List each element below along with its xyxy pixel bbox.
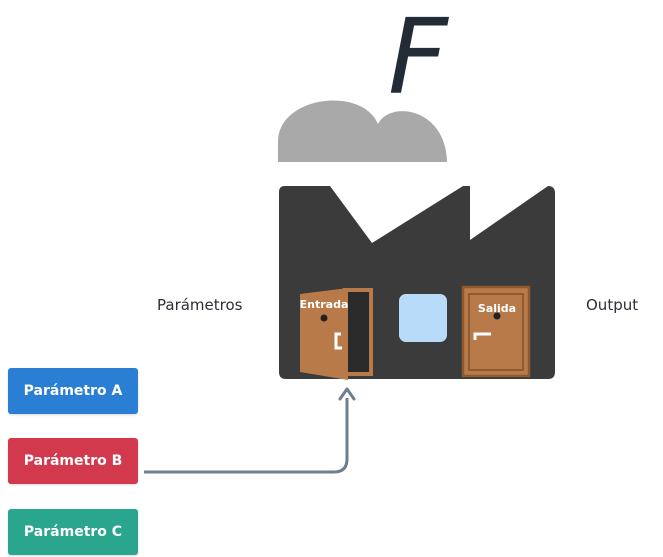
arrowhead-icon: [338, 387, 356, 401]
exit-door-label: Salida: [478, 302, 516, 315]
exit-door[interactable]: Salida: [461, 285, 531, 378]
output-label: Output: [586, 296, 639, 314]
parameter-b-button[interactable]: Parámetro B: [8, 438, 138, 484]
entrance-door[interactable]: Entrada: [300, 288, 373, 380]
exit-handle-icon: [473, 332, 491, 340]
factory-window: [399, 294, 447, 342]
smoke-cloud: [278, 100, 447, 162]
parameters-label: Parámetros: [157, 296, 243, 314]
exit-door-knob: [493, 312, 501, 320]
parameter-c-button[interactable]: Parámetro C: [8, 509, 138, 555]
connector-arrow: [144, 398, 349, 474]
formula-letter: F: [388, 0, 450, 118]
entrance-handle-icon: [334, 332, 342, 350]
entrance-door-label: Entrada: [300, 298, 349, 311]
parameter-a-button[interactable]: Parámetro A: [8, 368, 138, 414]
entrance-door-knob: [320, 314, 328, 322]
